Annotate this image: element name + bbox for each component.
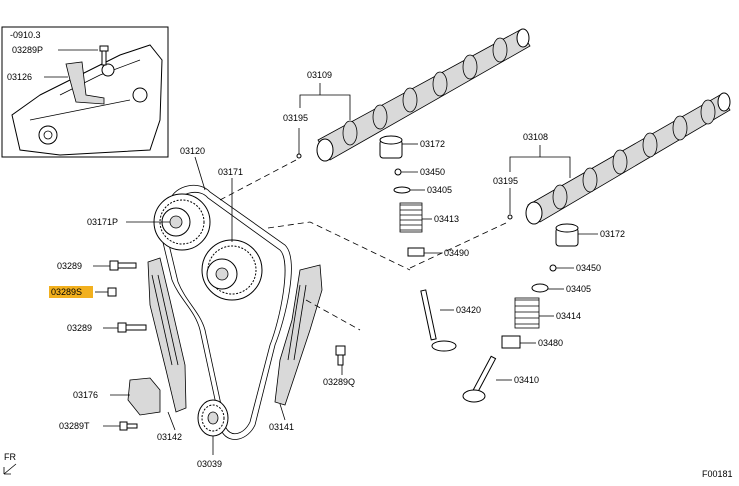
leader-lines [93, 83, 598, 455]
keeper-03450-upper[interactable] [394, 168, 402, 176]
label-03289-lower[interactable]: 03289 [67, 323, 92, 333]
retainer-03405-lower[interactable] [531, 283, 549, 293]
label-03141[interactable]: 03141 [269, 422, 294, 432]
arrow-down-left-icon [3, 463, 17, 475]
bolt-03289-lower-icon [117, 322, 147, 333]
label-03490[interactable]: 03490 [444, 248, 469, 258]
label-03413[interactable]: 03413 [434, 214, 459, 224]
highlight-03289S [49, 286, 93, 298]
label-03039[interactable]: 03039 [197, 459, 222, 469]
label-03289Q[interactable]: 03289Q [323, 377, 355, 387]
label-03120[interactable]: 03120 [180, 146, 205, 156]
label-03450-lower[interactable]: 03450 [576, 263, 601, 273]
seal-03490[interactable] [407, 247, 425, 257]
label-03414[interactable]: 03414 [556, 311, 581, 321]
direction-label: FR [4, 452, 16, 462]
label-03171[interactable]: 03171 [218, 167, 243, 177]
label-03195-lower[interactable]: 03195 [493, 176, 518, 186]
label-03420[interactable]: 03420 [456, 305, 481, 315]
label-03176[interactable]: 03176 [73, 390, 98, 400]
spring-03414[interactable] [514, 297, 540, 329]
label-03450-upper[interactable]: 03450 [420, 167, 445, 177]
figure-code: F00181 [702, 469, 733, 479]
bolt-03289p-icon [99, 45, 109, 66]
label-03172-upper[interactable]: 03172 [420, 139, 445, 149]
label-03405-upper[interactable]: 03405 [427, 185, 452, 195]
cam-sprocket-exhaust[interactable] [201, 239, 263, 301]
label-03172-lower[interactable]: 03172 [600, 229, 625, 239]
label-03171P[interactable]: 03171P [87, 217, 118, 227]
bolt-03289T-icon [119, 421, 138, 431]
bolt-03289Q-icon [335, 345, 346, 366]
label-03126[interactable]: 03126 [7, 72, 32, 82]
label-03480[interactable]: 03480 [538, 338, 563, 348]
direction-indicator: FR [3, 452, 17, 475]
valve-03410[interactable] [462, 355, 497, 403]
retainer-03405-upper[interactable] [393, 186, 411, 194]
crank-sprocket[interactable] [197, 399, 229, 437]
chain-guide[interactable] [274, 264, 323, 406]
label-03410[interactable]: 03410 [514, 375, 539, 385]
label-03289P[interactable]: 03289P [12, 45, 43, 55]
inset-detail: -0910.3 03289P 03126 [1, 26, 169, 158]
timing-assembly [107, 159, 509, 440]
label-03289T[interactable]: 03289T [59, 421, 90, 431]
tensioner-lever[interactable] [147, 257, 187, 413]
seal-03480[interactable] [501, 335, 521, 349]
bolt-03289-upper-icon [109, 260, 137, 271]
valve-03420[interactable] [420, 289, 457, 352]
keeper-03450-lower[interactable] [549, 264, 557, 272]
bracket-part [65, 61, 105, 105]
bolt-03289S-icon [107, 287, 117, 297]
label-03195-upper[interactable]: 03195 [283, 113, 308, 123]
spring-03413[interactable] [399, 202, 423, 233]
label-03109[interactable]: 03109 [307, 70, 332, 80]
chain-tensioner[interactable] [127, 377, 161, 416]
camshaft-exhaust[interactable] [525, 92, 731, 225]
part-labels: 03120 03171 03171P 03289 03289S 03289 03… [51, 70, 625, 469]
label-03405-lower[interactable]: 03405 [566, 284, 591, 294]
label-03108[interactable]: 03108 [523, 132, 548, 142]
tappet-03172-upper[interactable] [379, 135, 403, 159]
inset-date-code: -0910.3 [10, 30, 41, 40]
label-03142[interactable]: 03142 [157, 432, 182, 442]
label-03289-upper[interactable]: 03289 [57, 261, 82, 271]
label-03289S[interactable]: 03289S [51, 287, 82, 297]
tappet-03172-lower[interactable] [555, 223, 579, 247]
camshaft-intake[interactable] [316, 28, 531, 162]
